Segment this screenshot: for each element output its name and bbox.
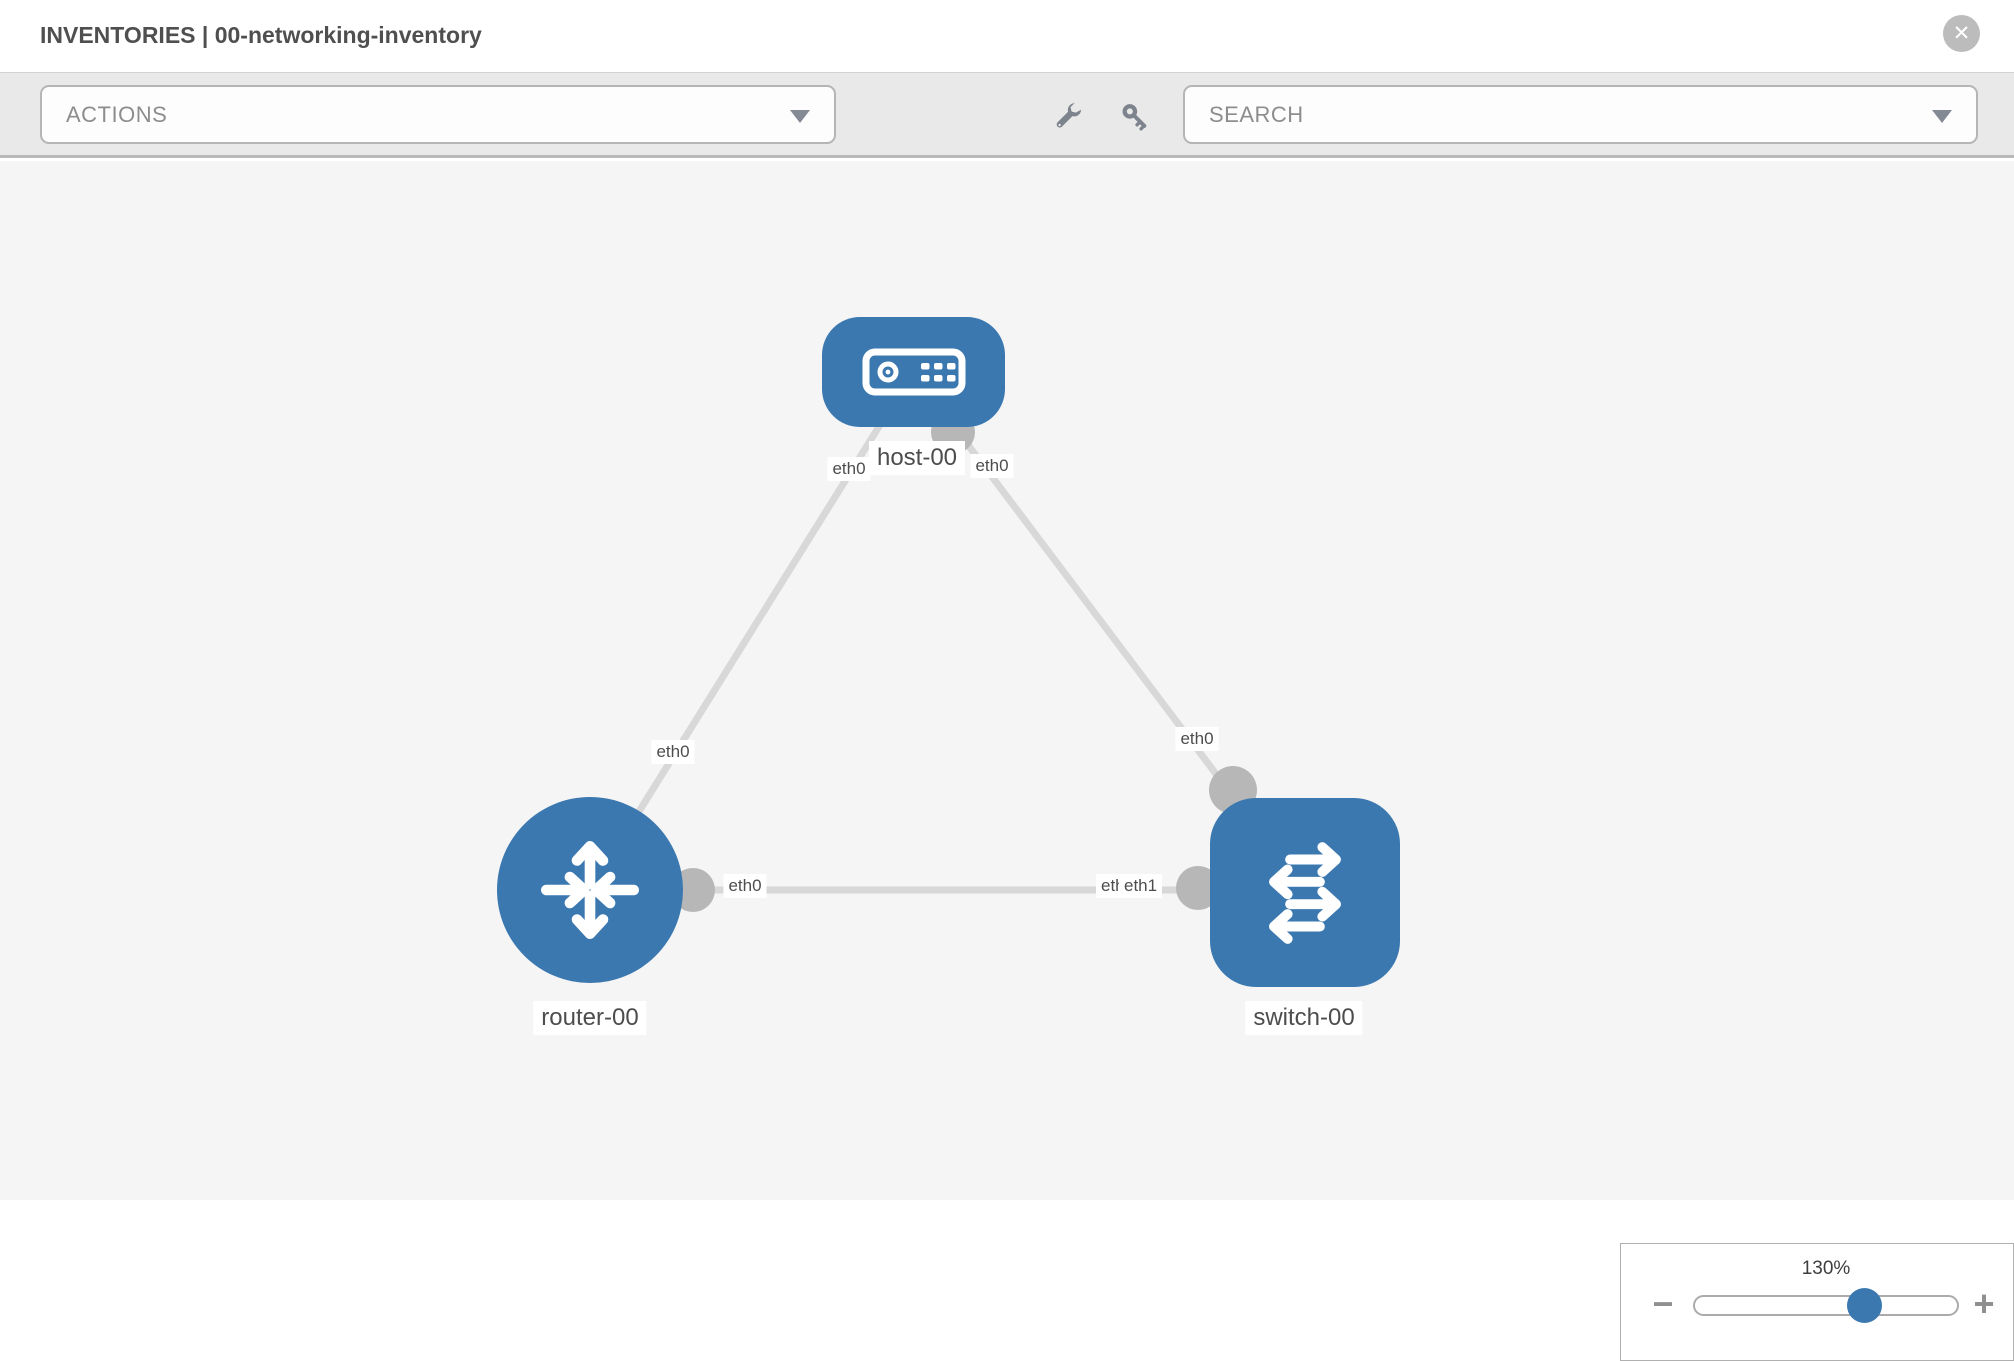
topology-canvas[interactable]: host-00 router-00 switch-00 eth0 eth0 et… [0,161,2014,1361]
zoom-slider-track[interactable] [1693,1295,1959,1316]
if-label-host-switch-host-end: eth0 [970,454,1014,478]
connector-router-switch-switch-end [1176,866,1220,910]
actions-dropdown-label: ACTIONS [66,101,168,127]
router-icon [541,841,639,939]
node-label-switch: switch-00 [1245,1001,1363,1035]
links-layer [587,369,1308,912]
zoom-panel: 130% − + [1620,1243,2014,1361]
search-dropdown-label: SEARCH [1209,101,1304,127]
if-label-router-switch-switch-end: eth1 [1119,874,1163,898]
toolbar: ACTIONS SEARCH [0,72,2014,158]
if-label-host-router-router-end: eth0 [651,740,695,764]
close-icon[interactable]: ✕ [1943,15,1980,52]
header: INVENTORIES | 00-networking-inventory ✕ [0,0,2014,72]
node-router-00[interactable] [497,797,683,983]
node-switch-00[interactable] [1210,798,1400,987]
node-label-router: router-00 [533,1001,647,1035]
zoom-slider-thumb[interactable] [1847,1288,1882,1323]
if-label-host-switch-switch-end: eth0 [1175,727,1219,751]
chevron-down-icon [790,109,810,123]
page-title: INVENTORIES | 00-networking-inventory [40,22,482,48]
configure-wrench-icon[interactable] [1053,102,1083,132]
chevron-down-icon [1932,109,1952,123]
node-host-00[interactable] [822,317,1005,427]
if-label-router-switch-router-end: eth0 [723,874,767,898]
zoom-in-button[interactable]: + [1973,1283,1995,1324]
host-icon [862,348,965,396]
zoom-level-value: 130% [1801,1258,1851,1279]
switch-icon [1269,841,1341,944]
credentials-key-icon[interactable] [1120,102,1150,132]
zoom-out-button[interactable]: − [1652,1283,1674,1324]
search-dropdown[interactable]: SEARCH [1183,85,1978,144]
node-label-host: host-00 [868,441,966,475]
actions-dropdown[interactable]: ACTIONS [40,85,836,144]
if-label-host-router-host-end: eth0 [827,457,871,481]
